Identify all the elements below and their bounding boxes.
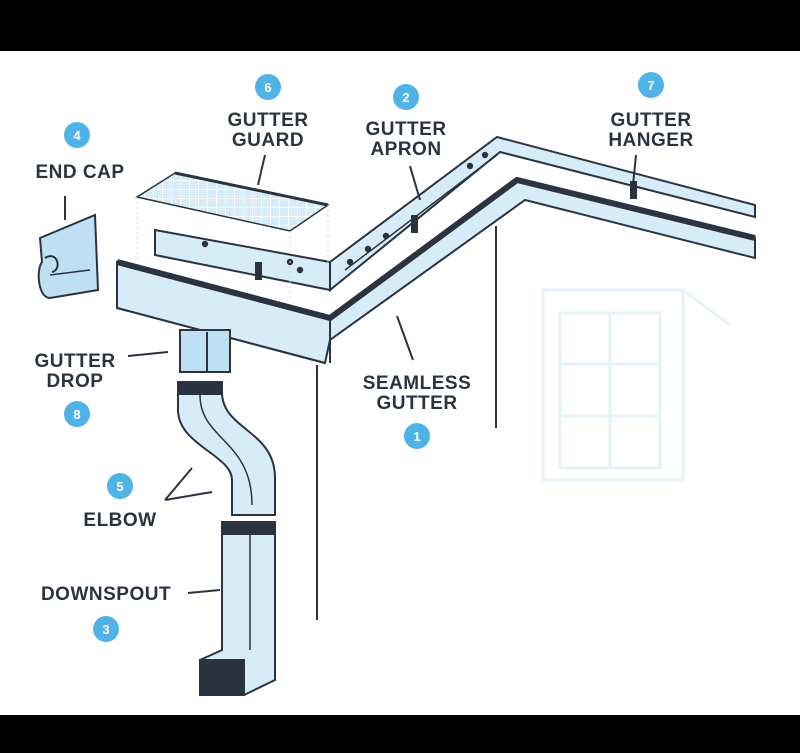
badge-3-number: 3 bbox=[102, 622, 109, 637]
label-seamless-gutter-line1: SEAMLESS bbox=[363, 373, 472, 394]
label-gutter-apron-line2: APRON bbox=[370, 139, 441, 160]
callout-gutter-apron: 2 GUTTER APRON bbox=[365, 84, 446, 160]
label-elbow: ELBOW bbox=[83, 510, 156, 531]
callout-gutter-drop: GUTTER DROP 8 bbox=[34, 351, 115, 427]
label-gutter-hanger-line2: HANGER bbox=[608, 130, 693, 151]
callout-gutter-guard: 6 GUTTER GUARD bbox=[227, 74, 308, 151]
label-seamless-gutter-line2: GUTTER bbox=[376, 393, 457, 414]
label-end-cap: END CAP bbox=[35, 162, 124, 183]
callout-seamless-gutter: SEAMLESS GUTTER 1 bbox=[363, 373, 472, 449]
gutter-system-diagram: SEAMLESS GUTTER 1 2 GUTTER APRON DOWNSPO… bbox=[0, 51, 800, 715]
callout-gutter-hanger: 7 GUTTER HANGER bbox=[608, 72, 693, 151]
label-gutter-guard-line1: GUTTER bbox=[227, 110, 308, 131]
badge-5-number: 5 bbox=[116, 479, 123, 494]
callout-downspout: DOWNSPOUT 3 bbox=[41, 584, 171, 642]
badge-6-number: 6 bbox=[264, 80, 271, 95]
gutter-drop-shape bbox=[180, 330, 230, 372]
label-downspout: DOWNSPOUT bbox=[41, 584, 171, 605]
badge-8-number: 8 bbox=[73, 407, 80, 422]
window-illustration bbox=[543, 290, 730, 480]
label-gutter-hanger-line1: GUTTER bbox=[610, 110, 691, 131]
badge-2-number: 2 bbox=[402, 90, 409, 105]
label-gutter-drop-line2: DROP bbox=[47, 371, 104, 392]
callout-elbow: 5 ELBOW bbox=[83, 473, 156, 531]
end-cap-shape bbox=[39, 215, 98, 298]
label-gutter-drop-line1: GUTTER bbox=[34, 351, 115, 372]
downspout-shape bbox=[200, 522, 275, 695]
label-gutter-apron-line1: GUTTER bbox=[365, 119, 446, 140]
callout-end-cap: 4 END CAP bbox=[35, 122, 124, 183]
diagram-canvas: SEAMLESS GUTTER 1 2 GUTTER APRON DOWNSPO… bbox=[0, 51, 800, 715]
badge-4-number: 4 bbox=[73, 128, 81, 143]
badge-7-number: 7 bbox=[647, 78, 654, 93]
badge-1-number: 1 bbox=[413, 429, 420, 444]
label-gutter-guard-line2: GUARD bbox=[232, 130, 304, 151]
